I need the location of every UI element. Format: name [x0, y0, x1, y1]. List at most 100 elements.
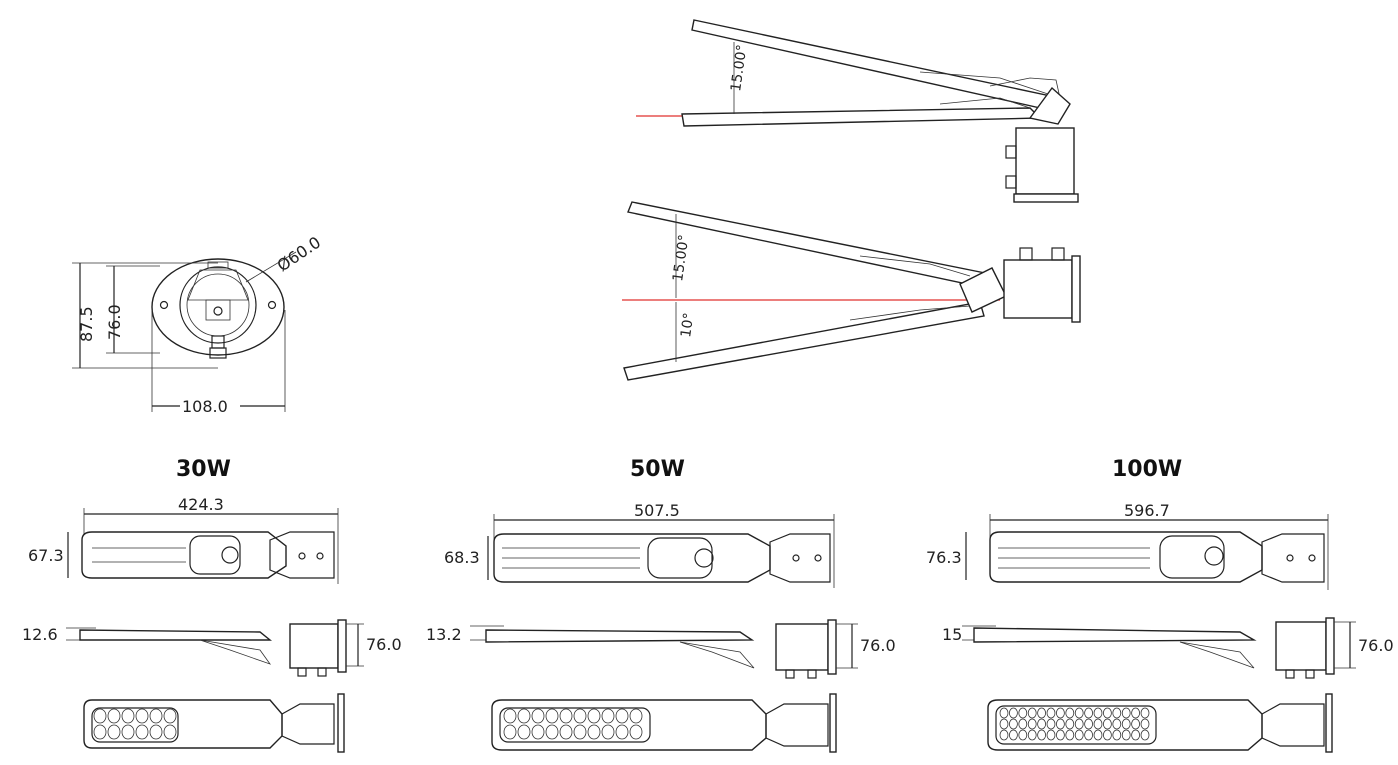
- led-lens: [1112, 729, 1122, 741]
- led-lens: [999, 729, 1009, 741]
- 50w-width-label: 68.3: [444, 548, 480, 567]
- led-lens: [1056, 707, 1065, 719]
- led-lens: [517, 724, 531, 740]
- led-lens: [1037, 707, 1046, 719]
- title-100w: 100W: [1112, 457, 1182, 482]
- model-30w: 424.3 67.3 12.6 76.0: [22, 495, 402, 753]
- led-lens: [601, 708, 615, 724]
- mount-height-outer-label: 87.5: [77, 306, 96, 342]
- led-lens: [121, 724, 135, 740]
- led-lens: [149, 708, 163, 724]
- 50w-thickness-label: 13.2: [426, 625, 462, 644]
- led-lens: [1018, 707, 1028, 719]
- led-lens: [999, 718, 1009, 730]
- led-lens: [1065, 729, 1075, 741]
- led-lens: [1084, 729, 1093, 741]
- mount-height-inner-label: 76.0: [105, 304, 124, 340]
- tilt-view-top: 15.00°: [636, 19, 1079, 203]
- mount-width-label: 108.0: [182, 397, 228, 416]
- led-lens: [503, 724, 517, 740]
- led-lens: [531, 724, 545, 740]
- model-100w: 596.7 76.3 15 76.0: [926, 501, 1394, 753]
- led-lens: [149, 724, 163, 740]
- led-lens: [1121, 707, 1131, 719]
- led-lens: [545, 708, 559, 724]
- led-lens: [1131, 729, 1140, 741]
- led-lens: [629, 724, 643, 740]
- led-lens: [1046, 718, 1056, 730]
- 30w-bracket-label: 76.0: [366, 635, 402, 654]
- led-lens: [1093, 718, 1103, 730]
- mount-diameter-label: Ø60.0: [274, 233, 325, 276]
- led-lens: [573, 708, 587, 724]
- 30w-thickness-label: 12.6: [22, 625, 58, 644]
- led-lens: [1009, 718, 1018, 730]
- led-lens: [573, 724, 587, 740]
- led-lens: [587, 708, 601, 724]
- led-lens: [1074, 707, 1084, 719]
- led-lens: [1074, 718, 1084, 730]
- led-lens: [107, 724, 121, 740]
- tilt-top-angle-label: 15.00°: [728, 44, 750, 93]
- led-lens: [1103, 707, 1112, 719]
- led-lens: [1009, 729, 1018, 741]
- led-lens: [93, 708, 107, 724]
- 30w-length-label: 424.3: [178, 495, 224, 514]
- led-lens: [135, 724, 149, 740]
- led-lens: [121, 708, 135, 724]
- tilt-view-bottom: 15.00° 10°: [622, 201, 1081, 381]
- title-50w: 50W: [630, 457, 685, 482]
- led-lens: [1056, 729, 1065, 741]
- led-lens: [1037, 729, 1046, 741]
- led-lens: [1084, 707, 1093, 719]
- led-lens: [135, 708, 149, 724]
- led-lens: [1140, 729, 1150, 741]
- tilt-bottom-up-angle-label: 15.00°: [670, 234, 692, 283]
- led-lens: [531, 708, 545, 724]
- led-lens: [1056, 718, 1065, 730]
- led-lens: [1009, 707, 1018, 719]
- 100w-thickness-label: 15: [942, 625, 962, 644]
- led-lens: [1046, 707, 1056, 719]
- led-lens: [1084, 718, 1093, 730]
- led-lens: [1093, 707, 1103, 719]
- led-lens: [517, 708, 531, 724]
- 100w-width-label: 76.3: [926, 548, 962, 567]
- led-lens: [1027, 729, 1037, 741]
- led-lens: [629, 708, 643, 724]
- mount-end-view: Ø60.0 87.5 76.0 108.0: [72, 233, 324, 416]
- led-lens: [1103, 729, 1112, 741]
- led-lens: [1140, 718, 1150, 730]
- led-lens: [107, 708, 121, 724]
- led-lens: [1046, 729, 1056, 741]
- led-lens: [559, 708, 573, 724]
- model-50w: 507.5 68.3 13.2 76.0: [426, 501, 896, 753]
- 50w-length-label: 507.5: [634, 501, 680, 520]
- led-lens: [1093, 729, 1103, 741]
- 50w-bracket-label: 76.0: [860, 636, 896, 655]
- led-lens: [559, 724, 573, 740]
- led-lens: [93, 724, 107, 740]
- led-lens: [1140, 707, 1150, 719]
- 100w-length-label: 596.7: [1124, 501, 1170, 520]
- led-lens: [545, 724, 559, 740]
- led-lens: [601, 724, 615, 740]
- led-lens: [1018, 729, 1028, 741]
- led-lens: [1074, 729, 1084, 741]
- led-lens: [1027, 707, 1037, 719]
- led-lens: [615, 724, 629, 740]
- led-lens: [503, 708, 517, 724]
- led-lens: [1112, 718, 1122, 730]
- led-lens: [1065, 707, 1075, 719]
- led-lens: [163, 708, 177, 724]
- 100w-bracket-label: 76.0: [1358, 636, 1394, 655]
- 30w-width-label: 67.3: [28, 546, 64, 565]
- led-lens: [1121, 729, 1131, 741]
- title-30w: 30W: [176, 457, 231, 482]
- led-lens: [1131, 718, 1140, 730]
- tilt-bottom-down-angle-label: 10°: [678, 312, 697, 339]
- led-lens: [1103, 718, 1112, 730]
- led-lens: [1037, 718, 1046, 730]
- led-lens: [1112, 707, 1122, 719]
